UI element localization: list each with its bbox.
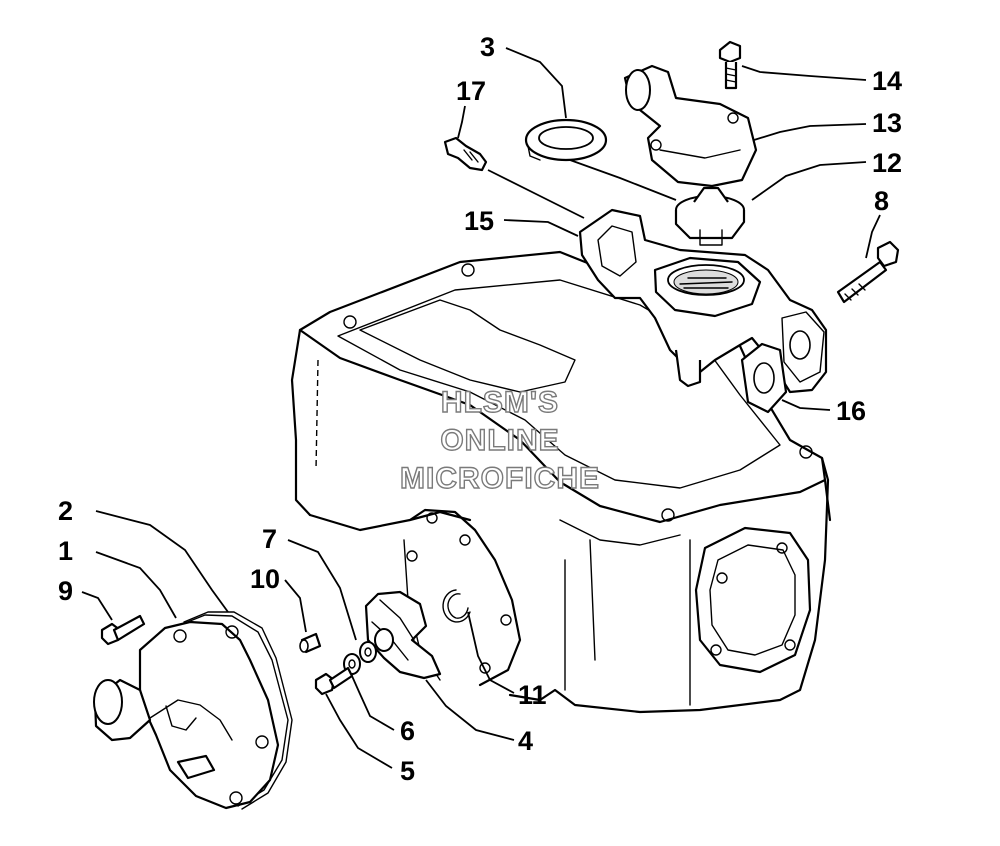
leader-5: [325, 693, 393, 769]
engine-cylinder-block: [290, 250, 832, 714]
leader-3: [505, 47, 567, 119]
leader-7: [287, 539, 357, 641]
leader-12: [751, 161, 867, 201]
callout-17: 17: [456, 76, 486, 106]
callout-5: 5: [400, 756, 415, 786]
leader-9: [81, 591, 113, 621]
leader-13: [753, 123, 867, 141]
bolt-9: [100, 614, 146, 646]
callout-1: 1: [58, 536, 73, 566]
leader-8: [865, 214, 881, 259]
callout-6: 6: [400, 716, 415, 746]
leader-4: [425, 679, 515, 741]
watermark-line-2: ONLINE: [440, 424, 559, 457]
snap-ring-11: [442, 589, 471, 623]
bolt-8: [836, 240, 900, 304]
leader-10: [284, 579, 307, 633]
water-pump-housing-1: [93, 620, 280, 810]
callout-15: 15: [464, 206, 494, 236]
impeller-4: [364, 590, 442, 680]
leader-2: [95, 510, 229, 613]
leader-15b: [487, 169, 585, 219]
callout-13: 13: [872, 108, 902, 138]
leader-11: [467, 611, 515, 694]
bolt-5: [314, 666, 354, 696]
watermark-line-1: HLSM'S: [441, 386, 559, 419]
bolt-14: [718, 40, 742, 90]
leader-15: [503, 219, 579, 237]
callout-2: 2: [58, 496, 73, 526]
leader-lines: [81, 47, 881, 769]
leader-12b: [569, 159, 677, 201]
callout-7: 7: [262, 524, 277, 554]
seal-ring-3: [524, 118, 608, 162]
leader-1: [95, 551, 177, 619]
callout-11: 11: [518, 680, 547, 710]
dowel-pin-10: [299, 632, 322, 654]
callout-16: 16: [836, 396, 866, 426]
watermark-line-3: MICROFICHE: [400, 462, 600, 495]
callout-3: 3: [480, 32, 495, 62]
watermark: HLSM'S ONLINE MICROFICHE: [399, 385, 600, 495]
thermostat-cover-13: [623, 64, 758, 188]
thermostat-gasket-16: [740, 342, 788, 414]
thermostat-12: [674, 186, 746, 246]
callout-4: 4: [518, 726, 533, 756]
leader-16: [781, 399, 831, 411]
callout-9: 9: [58, 576, 73, 606]
callout-12: 12: [872, 148, 902, 178]
callout-14: 14: [872, 66, 902, 96]
callout-labels: 1 2 3 4 5 6 7 8 9 10 11 12 13 14 15 16 1…: [58, 32, 902, 786]
leader-14: [741, 65, 867, 81]
sensor-17: [443, 136, 488, 172]
leader-17: [457, 105, 466, 139]
leader-6: [351, 675, 395, 731]
callout-8: 8: [874, 186, 889, 216]
callout-10: 10: [250, 564, 280, 594]
